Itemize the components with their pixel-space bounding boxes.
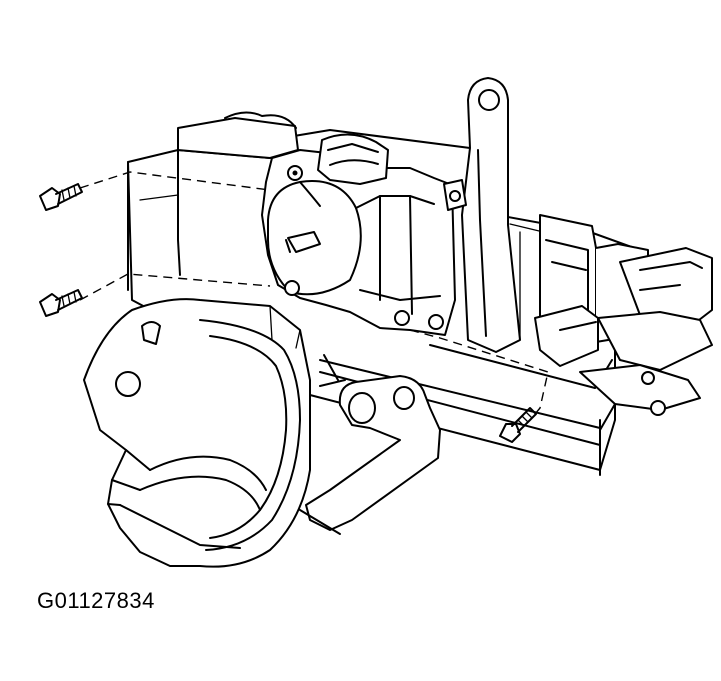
figure-code: G01127834 (37, 588, 155, 613)
duct-outlet (534, 214, 713, 431)
screw-lower-left (39, 289, 83, 317)
screw-upper-left (39, 183, 83, 211)
screw-right (499, 407, 537, 443)
alignment-lines (79, 171, 549, 421)
actuator-cover (83, 298, 311, 568)
actuator-bracket (461, 77, 521, 353)
door-lever (299, 354, 441, 535)
blend-door-actuator (261, 133, 467, 336)
